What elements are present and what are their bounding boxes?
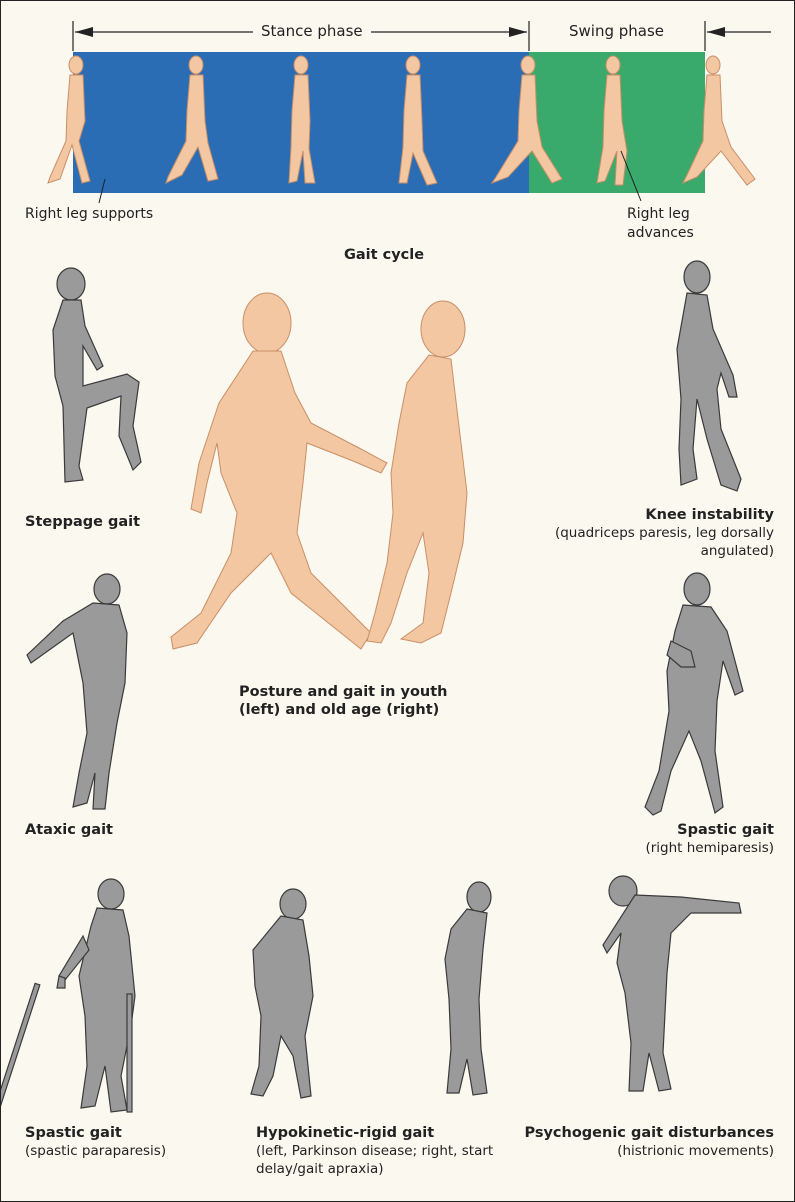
psychogenic-figure xyxy=(601,873,761,1113)
right-leg-advances-label-2: advances xyxy=(627,225,694,242)
spastic-hemiparesis-sub: (right hemiparesis) xyxy=(645,840,774,857)
knee-instability-sub-2: angulated) xyxy=(701,543,774,560)
spastic-hemiparesis-title: Spastic gait xyxy=(677,821,774,839)
youth-old-age-title-1: Posture and gait in youth xyxy=(239,683,448,701)
hypokinetic-title: Hypokinetic-rigid gait xyxy=(256,1124,434,1142)
ataxic-gait-title: Ataxic gait xyxy=(25,821,113,839)
gait-cycle-title: Gait cycle xyxy=(344,246,424,264)
spastic-paraparesis-figure xyxy=(31,876,151,1116)
spastic-paraparesis-sub: (spastic paraparesis) xyxy=(25,1143,166,1160)
psychogenic-sub: (histrionic movements) xyxy=(617,1143,774,1160)
right-leg-supports-label: Right leg supports xyxy=(25,206,153,223)
spastic-hemiparesis-figure xyxy=(631,571,761,821)
knee-instability-figure xyxy=(641,259,761,499)
leader-lines xyxy=(1,1,795,231)
hypokinetic-figure-right xyxy=(421,879,511,1115)
ataxic-gait-figure xyxy=(23,573,153,813)
spastic-paraparesis-title: Spastic gait xyxy=(25,1124,122,1142)
youth-old-age-figures xyxy=(161,293,461,673)
steppage-gait-title: Steppage gait xyxy=(25,513,140,531)
hypokinetic-sub-1: (left, Parkinson disease; right, start xyxy=(256,1143,493,1160)
hypokinetic-figure-left xyxy=(233,886,333,1116)
steppage-gait-figure xyxy=(23,266,153,506)
hypokinetic-sub-2: delay/gait apraxia) xyxy=(256,1161,384,1178)
right-leg-advances-label-1: Right leg xyxy=(627,206,690,223)
knee-instability-title: Knee instability xyxy=(645,506,774,524)
youth-old-age-title-2: (left) and old age (right) xyxy=(239,701,439,719)
psychogenic-title: Psychogenic gait disturbances xyxy=(524,1124,774,1142)
knee-instability-sub-1: (quadriceps paresis, leg dorsally xyxy=(555,525,774,542)
